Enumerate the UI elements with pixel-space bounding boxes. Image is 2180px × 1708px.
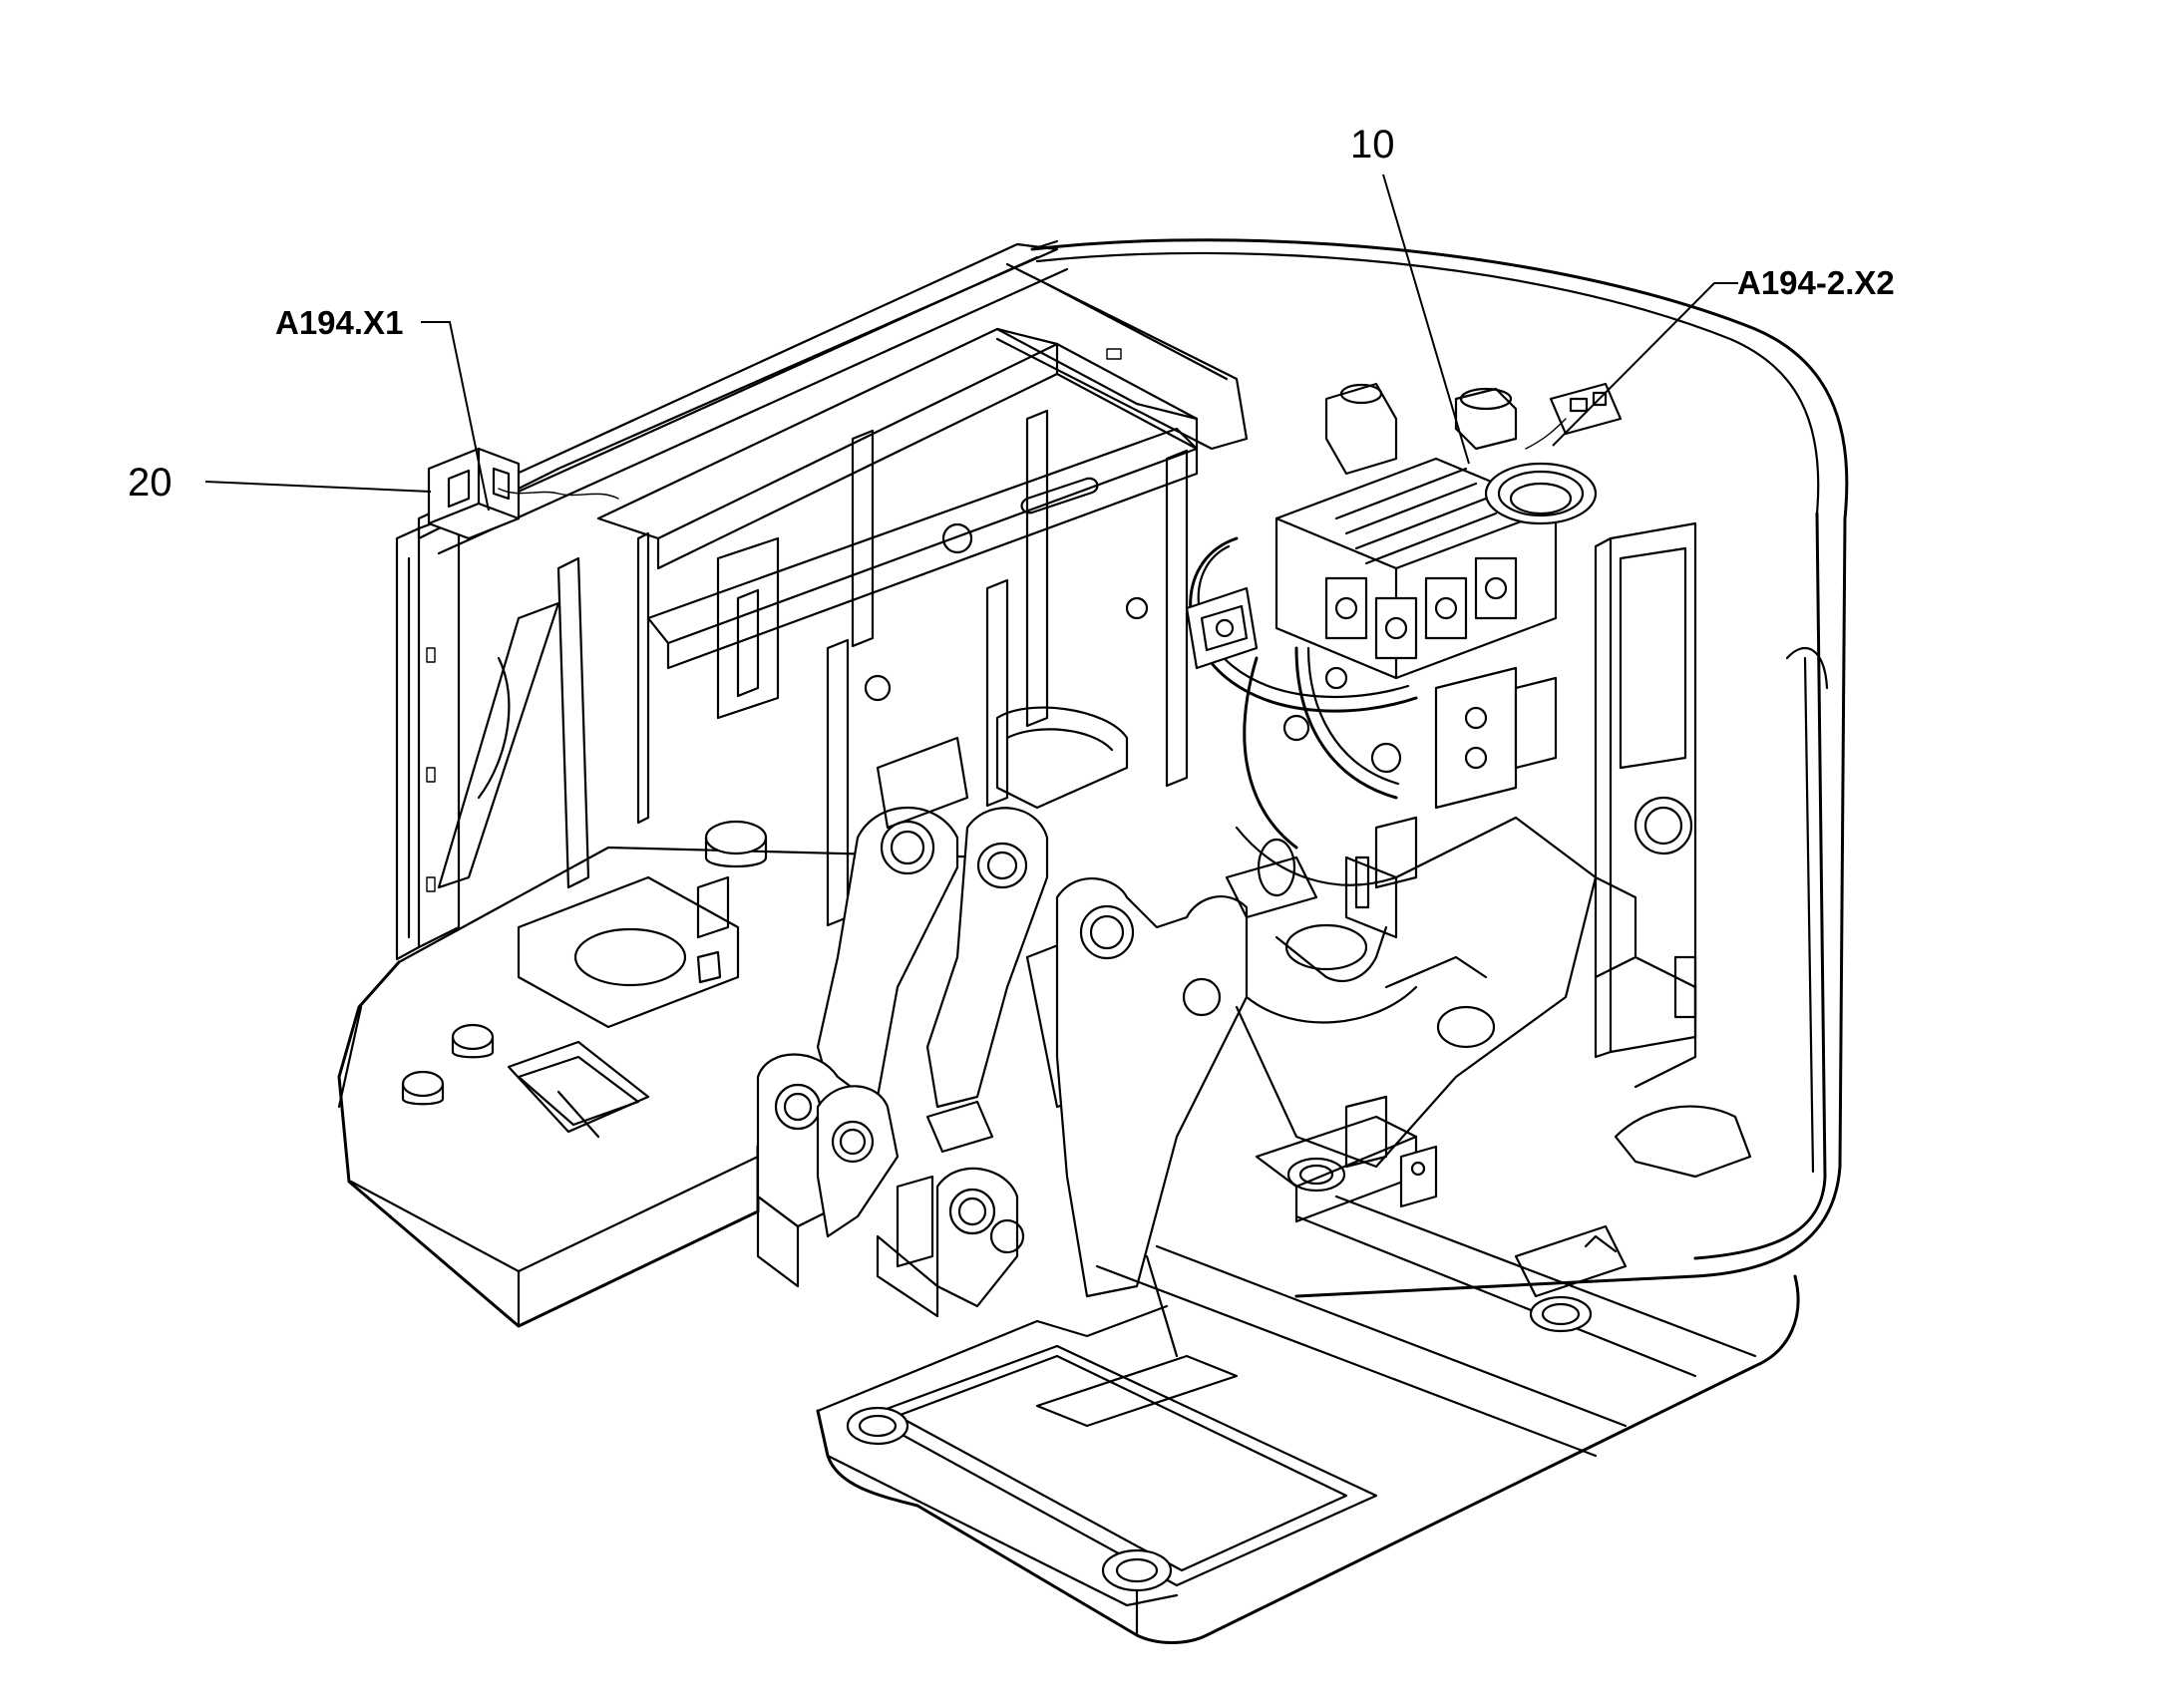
callout-20-label: 20 <box>128 461 173 505</box>
callout-20-leader <box>204 481 432 493</box>
callout-a194-2-x2-leader <box>1552 282 1738 447</box>
rear-shell <box>1030 238 1849 1298</box>
callout-a194-x1-label: A194.X1 <box>275 304 403 341</box>
callout-a194-2-x2-label: A194-2.X2 <box>1737 264 1895 301</box>
mid-components <box>696 706 1318 939</box>
boom-mount <box>756 807 1249 1318</box>
right-frame-walls <box>1235 816 1697 1208</box>
central-truss <box>596 262 1249 927</box>
left-frame <box>395 242 1069 961</box>
right-floor-bed <box>816 1115 1800 1644</box>
control-valve-assembly <box>1185 382 1623 939</box>
callout-10-leader <box>1382 173 1470 465</box>
callout-10-label: 10 <box>1350 123 1395 167</box>
callouts: 10 20 A194.X1 A194-2.X2 <box>128 123 1895 512</box>
callout-a194-x1-leader <box>421 321 490 512</box>
